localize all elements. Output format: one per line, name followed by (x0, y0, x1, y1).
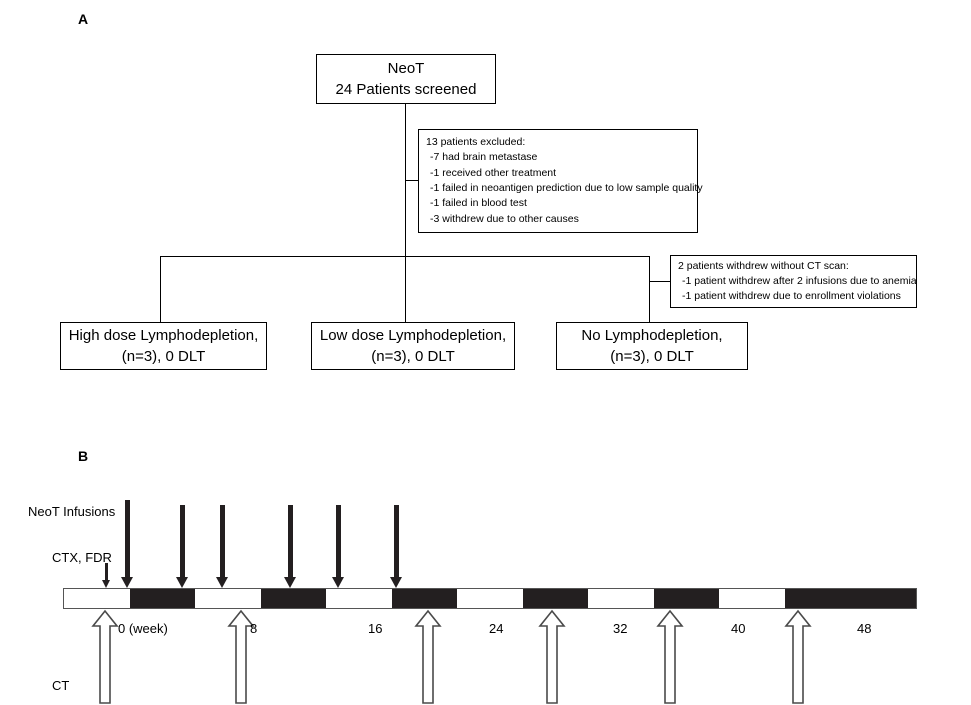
tick-label-week-32: 32 (613, 621, 628, 636)
tick-label-week-16: 16 (368, 621, 383, 636)
screening-line-2: 24 Patients screened (335, 81, 477, 98)
connector-arm-none (649, 256, 651, 322)
tick-label-week-24: 24 (489, 621, 504, 636)
infusion-arrow-6 (390, 505, 402, 588)
infusion-arrow-2 (176, 505, 188, 588)
withdrawal-line-1: 2 patients withdrew without CT scan: (678, 259, 849, 272)
infusion-arrow-3 (216, 505, 228, 588)
exclusion-line-3: -1 received other treatment (430, 166, 557, 179)
timeline-segment (784, 589, 851, 608)
exclusion-box: 13 patients excluded: -7 had brain metas… (418, 129, 703, 233)
arm-none-line-2: (n=3), 0 DLT (610, 348, 694, 365)
timeline-segment (64, 589, 130, 608)
timeline-segment (653, 589, 720, 608)
ct-arrow-6 (784, 609, 812, 705)
connector-arm-high (160, 256, 162, 322)
ct-arrow-1 (91, 609, 119, 705)
arm-box-low-dose: Low dose Lymphodepletion, (n=3), 0 DLT (311, 322, 515, 370)
infusion-arrow-4 (284, 505, 296, 588)
ct-arrow-5 (656, 609, 684, 705)
arm-box-no-depletion: No Lymphodepletion, (n=3), 0 DLT (556, 322, 748, 370)
screening-box: NeoT 24 Patients screened (316, 54, 496, 104)
timeline-segment (260, 589, 327, 608)
exclusion-line-2: -7 had brain metastase (430, 151, 538, 164)
timeline-segment (129, 589, 196, 608)
ctx-fdr-arrow (102, 563, 111, 588)
arm-low-line-1: Low dose Lymphodepletion, (319, 327, 507, 344)
infusion-arrow-5 (332, 505, 344, 588)
label-neot-infusions: NeoT Infusions (28, 504, 116, 519)
withdrawal-line-3: -1 patient withdrew due to enrollment vi… (682, 290, 901, 303)
tick-label-week-0: 0 (week) (118, 621, 168, 636)
ct-arrow-3 (414, 609, 442, 705)
timeline-segment (850, 589, 916, 608)
exclusion-line-6: -3 withdrew due to other causes (430, 212, 579, 225)
timeline-segment (391, 589, 458, 608)
infusion-arrow-1 (121, 500, 133, 588)
timeline-bar (63, 588, 917, 609)
exclusion-line-4: -1 failed in neoantigen prediction due t… (430, 182, 703, 194)
label-ctx-fdr: CTX, FDR (52, 550, 112, 565)
connector-to-withdrawal (649, 281, 671, 283)
timeline-segment (195, 589, 261, 608)
arm-high-line-2: (n=3), 0 DLT (121, 348, 206, 365)
arm-box-high-dose: High dose Lymphodepletion, (n=3), 0 DLT (60, 322, 267, 370)
ct-arrow-4 (538, 609, 566, 705)
withdrawal-box: 2 patients withdrew without CT scan: -1 … (670, 255, 917, 308)
timeline-segment (457, 589, 523, 608)
spine-main (405, 104, 407, 322)
screening-line-1: NeoT (387, 60, 425, 77)
tick-label-week-40: 40 (731, 621, 746, 636)
tick-label-week-48: 48 (857, 621, 872, 636)
arm-low-line-2: (n=3), 0 DLT (371, 348, 455, 365)
connector-to-exclusion (405, 180, 419, 182)
panel-label-a: A (78, 11, 89, 27)
timeline-segment (522, 589, 589, 608)
arm-high-line-1: High dose Lymphodepletion, (68, 327, 259, 344)
connector-arms-horizontal (160, 256, 650, 258)
label-ct: CT (52, 678, 70, 693)
ct-arrow-2 (227, 609, 255, 705)
timeline-segment (719, 589, 785, 608)
withdrawal-line-2: -1 patient withdrew after 2 infusions du… (682, 274, 917, 287)
exclusion-line-1: 13 patients excluded: (426, 136, 526, 149)
timeline-segment (588, 589, 654, 608)
exclusion-line-5: -1 failed in blood test (430, 197, 527, 210)
arm-none-line-1: No Lymphodepletion, (581, 327, 723, 344)
panel-label-b: B (78, 448, 89, 464)
tick-label-week-8: 8 (250, 621, 258, 636)
timeline-segment (326, 589, 392, 608)
